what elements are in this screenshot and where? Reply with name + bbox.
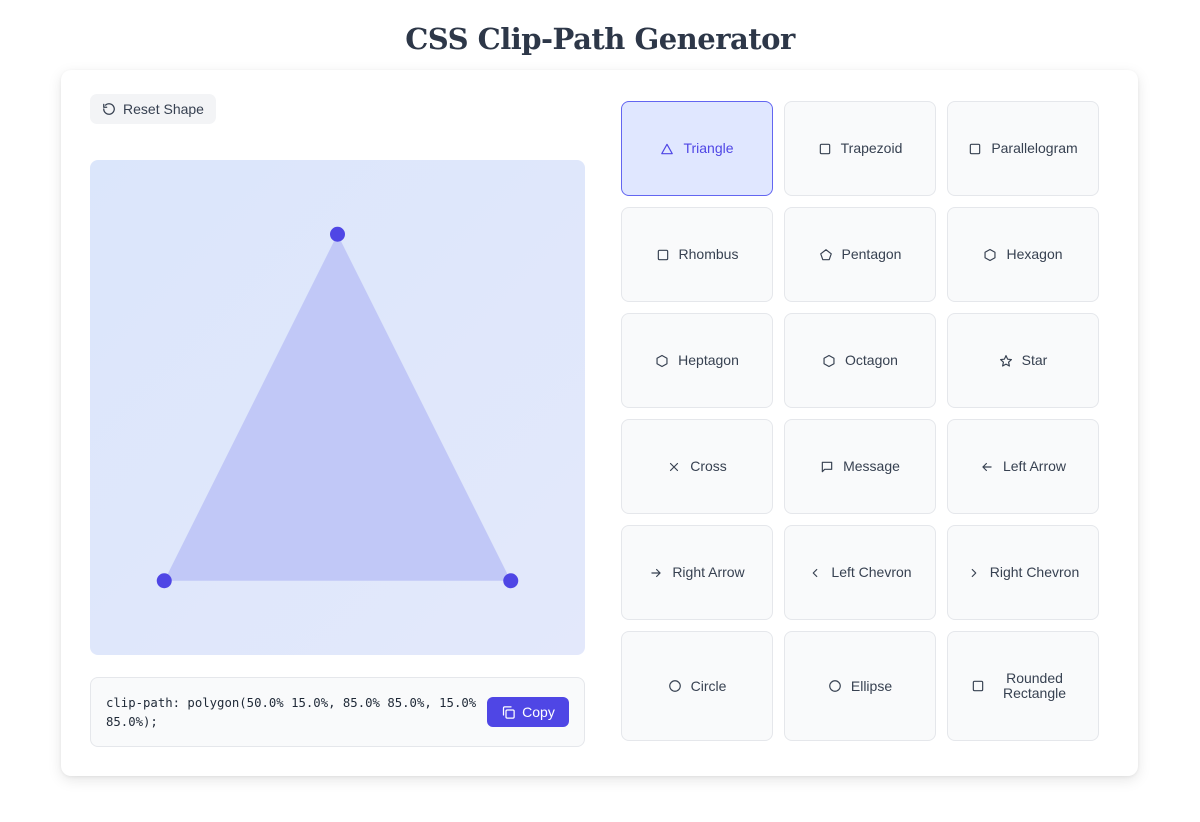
shape-hexagon-button[interactable]: Hexagon	[947, 207, 1099, 302]
page-title: CSS Clip-Path Generator	[405, 22, 795, 56]
shape-preview	[156, 226, 519, 589]
x-icon	[667, 460, 681, 474]
shape-label: Left Chevron	[831, 564, 912, 580]
copy-button[interactable]: Copy	[487, 697, 569, 727]
reset-shape-label: Reset Shape	[123, 101, 204, 117]
arrow-right-icon	[649, 566, 663, 580]
shape-label: Left Arrow	[1002, 458, 1067, 474]
shape-label: Octagon	[845, 352, 898, 368]
reset-shape-button[interactable]: Reset Shape	[90, 94, 216, 124]
shape-label: Heptagon	[678, 352, 739, 368]
square-icon	[968, 142, 982, 156]
shape-label: Cross	[690, 458, 727, 474]
shape-label: Star	[1021, 352, 1048, 368]
shape-parallelogram-button[interactable]: Parallelogram	[947, 101, 1099, 196]
clip-shape-polygon	[164, 234, 511, 581]
copy-icon	[501, 705, 516, 720]
message-icon	[820, 460, 834, 474]
shape-right-chevron-button[interactable]: Right Chevron	[947, 525, 1099, 620]
pentagon-icon	[819, 248, 833, 262]
shape-label: Rhombus	[678, 246, 739, 262]
shape-canvas[interactable]	[90, 160, 585, 655]
shape-label: Triangle	[683, 140, 734, 156]
shape-label: Pentagon	[841, 246, 902, 262]
shape-heptagon-button[interactable]: Heptagon	[621, 313, 773, 408]
clip-path-code: clip-path: polygon(50.0% 15.0%, 85.0% 85…	[106, 696, 477, 729]
shape-label: Parallelogram	[991, 140, 1078, 156]
hexagon-icon	[655, 354, 669, 368]
shape-cross-button[interactable]: Cross	[621, 419, 773, 514]
shape-pentagon-button[interactable]: Pentagon	[784, 207, 936, 302]
vertex-handle-3[interactable]	[156, 573, 172, 589]
arrow-left-icon	[980, 460, 994, 474]
shape-circle-button[interactable]: Circle	[621, 631, 773, 741]
shape-label: Hexagon	[1006, 246, 1063, 262]
square-icon	[818, 142, 832, 156]
star-icon	[999, 354, 1013, 368]
hexagon-icon	[983, 248, 997, 262]
shape-label: Trapezoid	[840, 140, 903, 156]
chevron-right-icon	[967, 566, 981, 580]
square-icon	[656, 248, 670, 262]
circle-icon	[668, 679, 682, 693]
code-output: clip-path: polygon(50.0% 15.0%, 85.0% 85…	[90, 677, 585, 747]
shape-right-arrow-button[interactable]: Right Arrow	[621, 525, 773, 620]
shape-star-button[interactable]: Star	[947, 313, 1099, 408]
triangle-icon	[660, 142, 674, 156]
chevron-left-icon	[808, 566, 822, 580]
copy-label: Copy	[522, 704, 555, 720]
shape-octagon-button[interactable]: Octagon	[784, 313, 936, 408]
vertex-handle-2[interactable]	[503, 573, 519, 589]
vertex-handle-1[interactable]	[330, 226, 345, 242]
shape-label: Rounded Rectangle	[1002, 670, 1067, 701]
shape-label: Right Arrow	[672, 564, 745, 580]
shape-label: Circle	[690, 677, 727, 694]
shape-label: Message	[843, 458, 900, 474]
shape-rounded-rectangle-button[interactable]: Rounded Rectangle	[947, 631, 1099, 741]
shape-trapezoid-button[interactable]: Trapezoid	[784, 101, 936, 196]
reset-icon	[102, 102, 116, 116]
hexagon-icon	[822, 354, 836, 368]
circle-icon	[828, 679, 842, 693]
shape-left-chevron-button[interactable]: Left Chevron	[784, 525, 936, 620]
shape-triangle-button[interactable]: Triangle	[621, 101, 773, 196]
shape-left-arrow-button[interactable]: Left Arrow	[947, 419, 1099, 514]
shape-rhombus-button[interactable]: Rhombus	[621, 207, 773, 302]
shape-ellipse-button[interactable]: Ellipse	[784, 631, 936, 741]
shape-label: Ellipse	[850, 677, 893, 694]
shape-message-button[interactable]: Message	[784, 419, 936, 514]
shape-label: Right Chevron	[989, 564, 1080, 580]
square-icon	[971, 679, 985, 693]
